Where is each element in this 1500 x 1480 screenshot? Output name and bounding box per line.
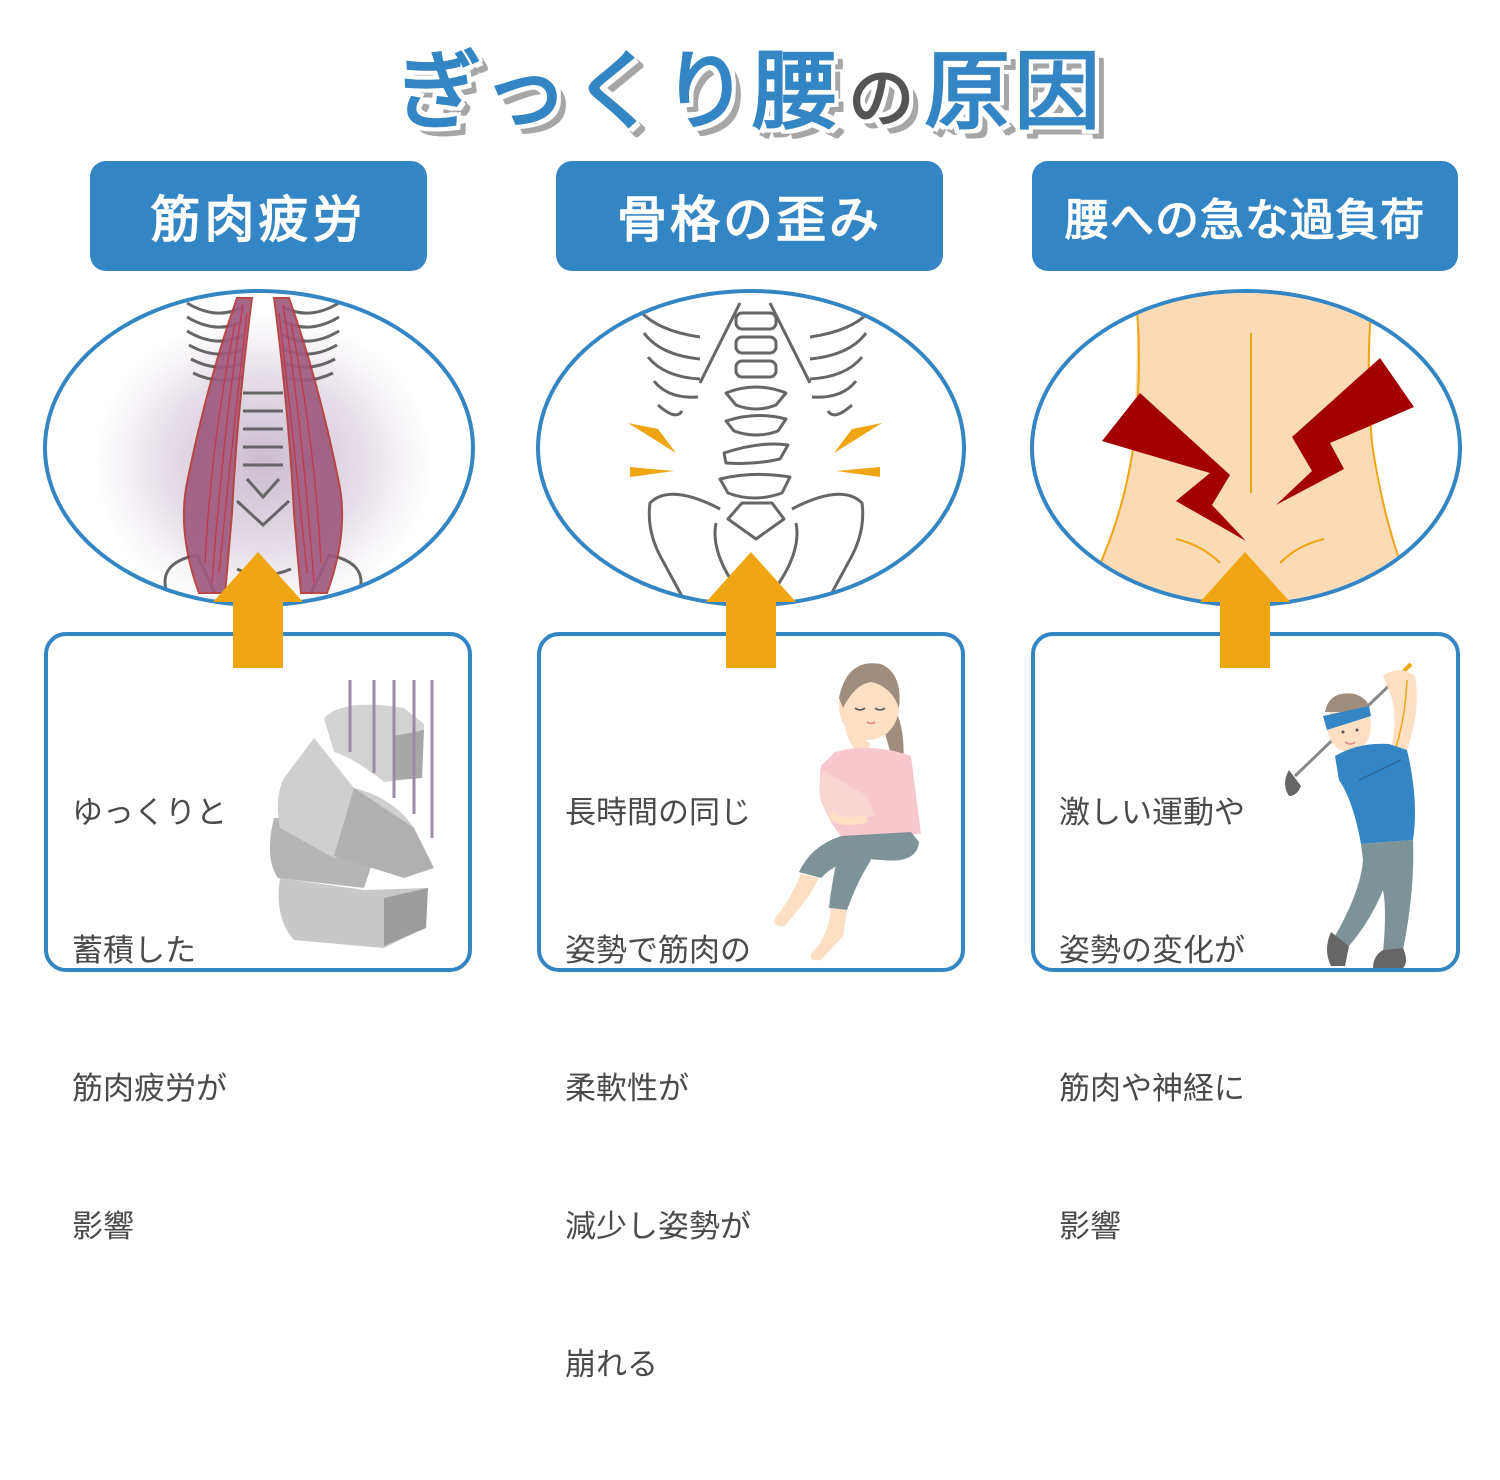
sitting-woman-icon xyxy=(774,663,921,961)
header-label: 腰への急な過負荷 xyxy=(1065,195,1425,246)
description-line: 姿勢の変化が xyxy=(1059,933,1245,969)
golfer-icon xyxy=(1285,662,1417,968)
title-container: ぎっくり腰の原因 xyxy=(0,28,1500,142)
description-muscle-fatigue: ゆっくりと 蓄積した 筋肉疲労が 影響 xyxy=(72,698,227,1342)
description-line: 長時間の同じ xyxy=(565,795,751,831)
description-line: 蓄積した xyxy=(72,933,196,969)
illustration-muscle-fatigue xyxy=(43,289,475,607)
header-skeletal-distortion: 骨格の歪み xyxy=(556,161,943,271)
header-label: 筋肉疲労 xyxy=(150,191,367,249)
description-sudden-overload: 激しい運動や 姿勢の変化が 筋肉や神経に 影響 xyxy=(1059,698,1245,1342)
description-line: 影響 xyxy=(1059,1209,1121,1245)
card-skeletal-distortion: 長時間の同じ 姿勢で筋肉の 柔軟性が 減少し姿勢が 崩れる xyxy=(537,632,965,1383)
description-skeletal-distortion: 長時間の同じ 姿勢で筋肉の 柔軟性が 減少し姿勢が 崩れる xyxy=(565,698,751,1480)
header-sudden-overload: 腰への急な過負荷 xyxy=(1032,161,1458,271)
psoas-muscle-icon xyxy=(93,297,433,603)
description-line: 激しい運動や xyxy=(1059,795,1245,831)
header-muscle-fatigue: 筋肉疲労 xyxy=(90,161,427,271)
rocks-icon xyxy=(269,680,434,948)
spine-icon xyxy=(628,302,882,603)
description-line: 崩れる xyxy=(565,1347,658,1383)
description-line: 柔軟性が xyxy=(565,1071,689,1107)
up-arrow-icon xyxy=(213,552,303,668)
description-line: 減少し姿勢が xyxy=(565,1209,751,1245)
card-sudden-overload: 激しい運動や 姿勢の変化が 筋肉や神経に 影響 xyxy=(1031,632,1460,1245)
card-muscle-fatigue: ゆっくりと 蓄積した 筋肉疲労が 影響 xyxy=(44,632,472,1245)
description-line: 姿勢で筋肉の xyxy=(565,933,751,969)
page-title: ぎっくり腰の原因 xyxy=(396,21,1105,146)
title-cause: 原因 xyxy=(924,41,1105,142)
title-main: ぎっくり腰 xyxy=(395,41,843,142)
header-label: 骨格の歪み xyxy=(617,191,882,249)
description-line: 影響 xyxy=(72,1209,134,1245)
up-arrow-icon xyxy=(1200,552,1290,668)
up-arrow-icon xyxy=(706,552,796,668)
title-particle: の xyxy=(848,59,919,137)
description-line: ゆっくりと xyxy=(72,795,227,831)
back-pain-icon xyxy=(1089,293,1414,603)
description-line: 筋肉疲労が xyxy=(72,1071,227,1107)
description-line: 筋肉や神経に xyxy=(1059,1071,1245,1107)
